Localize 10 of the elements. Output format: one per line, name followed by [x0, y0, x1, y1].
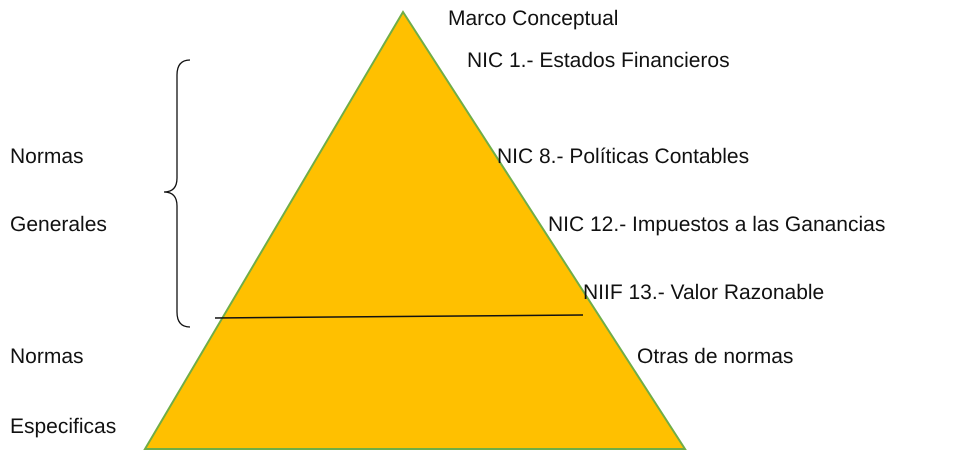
tier-label: Especificas: [10, 414, 116, 440]
standard-label: Marco Conceptual: [448, 6, 618, 32]
tier-label: Normas: [10, 344, 84, 370]
standard-label: Otras de normas: [637, 344, 794, 370]
tier-label: Generales: [10, 212, 107, 238]
standard-label: NIIF 13.- Valor Razonable: [583, 280, 824, 306]
tier-label: Normas: [10, 144, 84, 170]
standard-label: NIC 1.- Estados Financieros: [467, 48, 730, 74]
standard-label: NIC 12.- Impuestos a las Ganancias: [548, 212, 886, 238]
standard-label: NIC 8.- Políticas Contables: [497, 144, 750, 170]
